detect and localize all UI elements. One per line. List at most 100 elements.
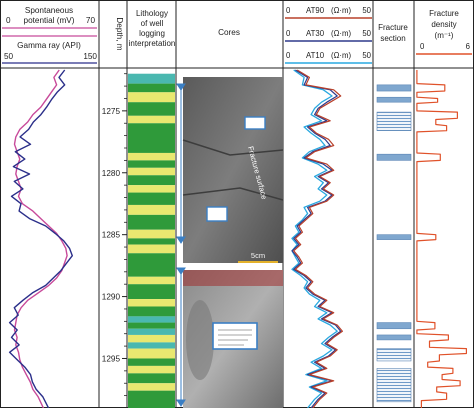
lithology-band-green xyxy=(128,322,175,329)
at30-label: AT30 xyxy=(306,29,325,38)
lithology-band-yellow xyxy=(128,204,175,215)
lithology-band-green xyxy=(128,102,175,116)
lithology-band-teal xyxy=(128,316,175,323)
lithology-header: Lithology of well logging interpretation xyxy=(129,9,176,48)
lithology-band-yellow xyxy=(128,276,175,285)
lithology-title-line-4: interpretation xyxy=(129,39,176,48)
lithology-band-green xyxy=(128,83,175,93)
fracture-section-header: Fracture section xyxy=(378,23,408,43)
lithology-band-yellow xyxy=(128,229,175,239)
fracture-density-curve xyxy=(416,70,467,408)
lithology-track xyxy=(128,73,175,408)
at90-label: AT90 xyxy=(306,6,325,15)
scale-bar-label: 5cm xyxy=(251,251,265,260)
fracture-interval-hatched xyxy=(376,368,412,403)
lithology-title-line-2: of well xyxy=(141,19,164,28)
lithology-band-yellow xyxy=(128,299,175,307)
sp-max: 70 xyxy=(86,16,96,25)
lithology-band-yellow xyxy=(128,92,175,103)
lithology-band-green xyxy=(128,373,175,384)
at90-unit: (Ω·m) xyxy=(331,6,352,15)
at30-min: 0 xyxy=(286,29,291,38)
depth-tick-label: 1295 xyxy=(102,354,121,363)
at90-max: 50 xyxy=(362,6,371,15)
at10-max: 50 xyxy=(362,51,371,60)
at30-max: 50 xyxy=(362,29,371,38)
fracture-interval-hatched xyxy=(376,348,412,362)
lithology-band-green xyxy=(128,192,175,205)
core-2-top-arrow-icon xyxy=(176,267,186,275)
gr-curve xyxy=(8,69,73,408)
fracture-interval-solid xyxy=(376,84,412,92)
lithology-band-teal xyxy=(128,328,175,335)
depth-tick-label: 1285 xyxy=(102,231,121,240)
fracture-section-title-1: Fracture xyxy=(378,23,408,32)
fracture-density-header: Fracture density (m⁻¹) 0 6 xyxy=(416,9,472,55)
core-cylinder-shadow xyxy=(186,300,214,380)
lithology-band-green xyxy=(128,238,175,245)
lithology-band-green xyxy=(128,358,175,366)
fracture-interval-solid xyxy=(376,96,412,103)
lithology-band-green xyxy=(128,390,175,408)
core-label-tag-1 xyxy=(244,116,266,130)
lithology-band-yellow xyxy=(128,115,175,124)
at30-curve xyxy=(291,69,342,408)
density-min: 0 xyxy=(420,42,425,51)
lithology-band-yellow xyxy=(128,152,175,161)
at10-min: 0 xyxy=(286,51,291,60)
core-depth-arrows xyxy=(176,83,186,407)
lithology-band-green xyxy=(128,123,175,153)
at30-unit: (Ω·m) xyxy=(331,29,352,38)
lithology-band-yellow xyxy=(128,244,175,254)
density-max: 6 xyxy=(466,42,470,51)
sp-gr-track xyxy=(8,69,73,408)
sp-curve xyxy=(13,69,68,408)
at90-min: 0 xyxy=(286,6,291,15)
density-title-1: Fracture xyxy=(429,9,459,18)
density-unit: (m⁻¹) xyxy=(435,31,454,40)
lithology-band-teal xyxy=(128,342,175,349)
core-label-tag-2 xyxy=(206,206,228,222)
depth-title: Depth, m xyxy=(115,17,124,50)
fracture-section-track xyxy=(376,84,412,403)
gr-min: 50 xyxy=(4,52,14,61)
at90-curve xyxy=(293,69,343,408)
lithology-band-green xyxy=(128,160,175,168)
fracture-interval-solid xyxy=(376,234,412,240)
resistivity-track xyxy=(291,69,343,408)
fracture-interval-solid xyxy=(376,322,412,330)
resistivity-header: 0 AT90 (Ω·m) 50 0 AT30 (Ω·m) 50 0 AT10 (… xyxy=(285,6,372,64)
core-1-bottom-arrow-icon xyxy=(176,236,186,244)
core-photo-upper xyxy=(183,77,283,263)
core-fracture-line-2 xyxy=(182,187,284,201)
gr-title: Gamma ray (API) xyxy=(17,41,81,50)
sp-gr-header: Spontaneous potential (mV) 0 70 Gamma ra… xyxy=(2,6,97,64)
lithology-band-teal xyxy=(128,73,175,84)
lithology-band-green xyxy=(128,214,175,230)
at10-label: AT10 xyxy=(306,51,325,60)
cores-track: Fracture surface 5cm xyxy=(176,77,284,408)
at10-curve xyxy=(291,69,338,408)
fracture-density-track xyxy=(416,70,467,408)
fracture-section-title-2: section xyxy=(380,34,405,43)
lithology-band-green xyxy=(128,284,175,300)
depth-tick-label: 1290 xyxy=(102,293,121,302)
core-label-tag-3-text xyxy=(218,329,252,346)
cores-title: Cores xyxy=(218,28,240,37)
lithology-band-yellow xyxy=(128,334,175,343)
lithology-band-yellow xyxy=(128,348,175,359)
density-title-2: density xyxy=(431,20,456,29)
core-2-bottom-arrow-icon xyxy=(176,399,186,407)
lithology-band-yellow xyxy=(128,383,175,391)
sp-title: Spontaneous xyxy=(25,6,73,15)
fracture-interval-solid xyxy=(376,153,412,161)
at10-unit: (Ω·m) xyxy=(331,51,352,60)
core-photo-lower-top-edge xyxy=(183,270,283,286)
depth-tick-label: 1280 xyxy=(102,169,121,178)
core-fracture-line-1 xyxy=(182,139,284,156)
fracture-interval-solid xyxy=(376,334,412,341)
lithology-band-green xyxy=(128,253,175,277)
lithology-band-yellow xyxy=(128,167,175,176)
